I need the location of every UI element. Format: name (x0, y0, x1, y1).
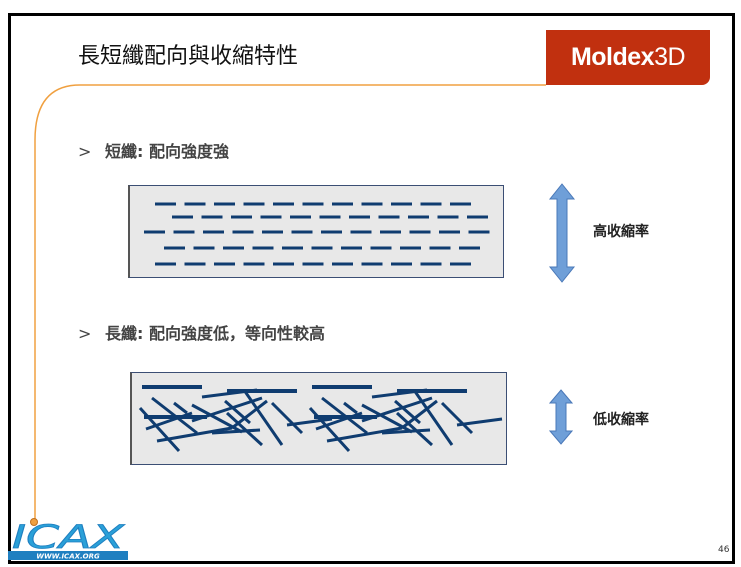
long-fibers (138, 385, 503, 453)
fiber (286, 417, 333, 427)
fiber (191, 396, 263, 423)
short-fibers (144, 202, 490, 266)
fiber (394, 399, 421, 425)
fiber (361, 396, 433, 423)
fiber (343, 401, 358, 415)
long-fiber-diagram (130, 372, 507, 465)
fiber (242, 389, 284, 446)
fiber (270, 401, 304, 435)
fiber (151, 396, 198, 435)
fiber (412, 389, 454, 446)
bullet-text: 短纖: 配向強度強 (105, 142, 229, 161)
fiber (395, 411, 434, 447)
fiber (156, 426, 233, 443)
icax-url: WWW.ICAX.ORG (36, 553, 100, 561)
fiber (326, 426, 403, 443)
icax-logo-text: ICAX (12, 518, 126, 556)
fiber (321, 396, 368, 435)
fiber (308, 406, 351, 453)
bullet-long-fiber: > 長纖: 配向強度低，等向性較高 (78, 320, 325, 344)
fiber (315, 411, 363, 431)
slide-frame (8, 13, 735, 564)
slide-title: 長短纖配向與收縮特性 (78, 44, 299, 69)
fiber (211, 428, 261, 435)
fiber (456, 417, 503, 427)
short-fiber-diagram (128, 185, 504, 278)
fiber (173, 401, 188, 415)
bullet-marker: > (78, 324, 92, 343)
fiber (138, 406, 181, 453)
high-shrinkage-arrow-icon (548, 183, 576, 283)
logo-text-suffix: 3D (654, 43, 686, 71)
bullet-text: 長纖: 配向強度低，等向性較高 (105, 324, 325, 343)
fiber (145, 411, 193, 431)
fiber (401, 399, 438, 430)
low-shrinkage-arrow-icon (549, 389, 573, 445)
fiber (224, 399, 251, 425)
bullet-short-fiber: > 短纖: 配向強度強 (78, 138, 229, 162)
fiber (225, 411, 264, 447)
fiber (440, 401, 474, 435)
fiber (381, 428, 431, 435)
bullet-marker: > (78, 142, 92, 161)
icax-logo: ICAX WWW.ICAX.ORG (8, 518, 128, 561)
high-shrinkage-label: 高收縮率 (593, 224, 649, 240)
page-number: 46 (718, 545, 730, 555)
logo-text: Moldex (570, 43, 655, 71)
low-shrinkage-label: 低收縮率 (593, 412, 649, 428)
fiber (231, 399, 268, 430)
